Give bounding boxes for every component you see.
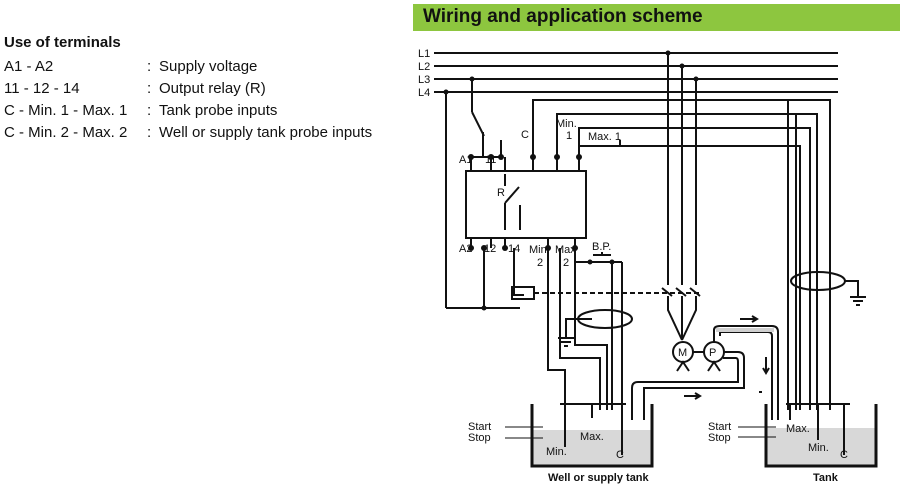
terminal-row: A1 - A2 : Supply voltage	[4, 55, 372, 77]
terminal-row: C - Min. 1 - Max. 1 : Tank probe inputs	[4, 99, 372, 121]
terminal-code: A1 - A2	[4, 57, 54, 75]
tank-stop: Stop	[708, 432, 731, 444]
scheme-title: Wiring and application scheme	[423, 6, 703, 27]
label-min2-num: 2	[537, 257, 543, 269]
label-bp: B.P.	[592, 241, 611, 253]
label-l2: L2	[418, 61, 430, 73]
tank-max: Max.	[786, 423, 810, 435]
well-max: Max.	[580, 431, 604, 443]
label-l4: L4	[418, 87, 430, 99]
level-relay	[465, 170, 587, 239]
terminal-code: 11 - 12 - 14	[4, 79, 80, 97]
label-11: 11	[485, 154, 496, 166]
label-max2-num: 2	[563, 257, 569, 269]
label-a1: A1	[459, 154, 472, 166]
terminal-description: Tank probe inputs	[159, 101, 278, 119]
terminal-code: C - Min. 2 - Max. 2	[4, 123, 128, 141]
well-supply-tank	[505, 403, 654, 468]
well-stop: Stop	[468, 432, 491, 444]
label-14: 14	[508, 243, 520, 255]
well-name: Well or supply tank	[548, 472, 650, 484]
terminals-heading: Use of terminals	[4, 34, 121, 51]
label-min1-num: 1	[566, 130, 572, 142]
terminal-description: Supply voltage	[159, 57, 258, 75]
well-start: Start	[468, 421, 491, 433]
label-l1: L1	[418, 48, 430, 60]
terminal-description: Well or supply tank probe inputs	[159, 123, 373, 141]
label-a2: A2	[459, 243, 472, 255]
label-c: C	[521, 129, 529, 141]
label-r: R	[497, 187, 505, 199]
terminal-code: C - Min. 1 - Max. 1	[4, 101, 128, 119]
label-min1: Min.	[556, 118, 577, 130]
label-max2: Max	[555, 244, 576, 256]
label-motor: M	[678, 347, 687, 359]
label-pump: P	[709, 347, 716, 359]
label-min2: Min.	[529, 244, 550, 256]
terminals-panel: Use of terminals A1 - A2 : Supply voltag…	[4, 34, 372, 143]
terminal-row: C - Min. 2 - Max. 2 : Well or supply tan…	[4, 121, 372, 143]
terminal-separator: :	[147, 57, 152, 75]
label-l3: L3	[418, 74, 430, 86]
label-12: 12	[484, 243, 496, 255]
tank-c: C	[840, 449, 848, 461]
well-c: C	[616, 449, 624, 461]
terminal-separator: :	[147, 123, 152, 141]
terminal-row: 11 - 12 - 14 : Output relay (R)	[4, 77, 372, 99]
terminal-description: Output relay (R)	[159, 79, 266, 97]
storage-tank	[738, 403, 878, 468]
tank-min: Min.	[808, 442, 829, 454]
well-min: Min.	[546, 446, 567, 458]
contactor-coil	[511, 286, 535, 300]
terminal-separator: :	[147, 79, 152, 97]
scheme-title-banner: Wiring and application scheme	[413, 4, 900, 31]
terminal-separator: :	[147, 101, 152, 119]
tank-start: Start	[708, 421, 731, 433]
tank-name: Tank	[813, 472, 839, 484]
label-max1: Max. 1	[588, 131, 621, 143]
